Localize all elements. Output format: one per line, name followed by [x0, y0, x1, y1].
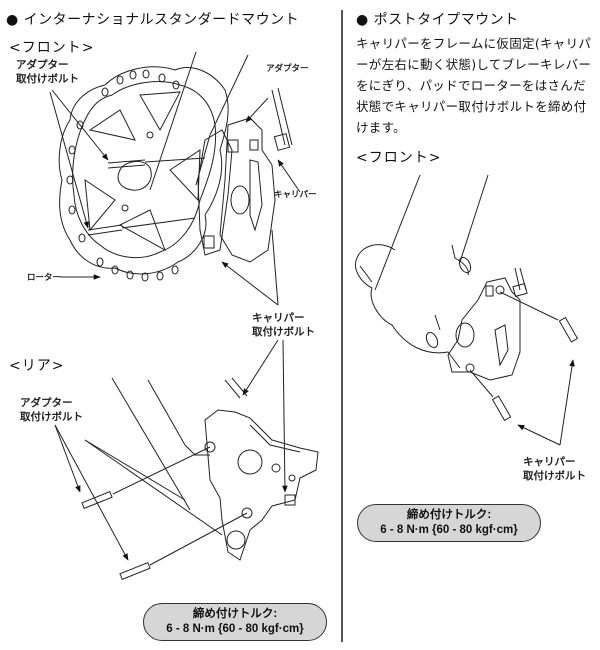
post-caliper-bolt-label: キャリパー 取付けボルト	[523, 456, 586, 482]
bullet-icon: ●	[356, 12, 369, 28]
torque-spec-box-left: 締め付けトルク: 6 - 8 N·m {60 - 80 kgf·cm}	[143, 603, 327, 641]
front-adapter-bolt-label: アダプター 取付けボルト	[16, 59, 79, 85]
front-adapter-caliper-drawing	[88, 88, 292, 262]
post-front-heading: <フロント>	[356, 150, 442, 166]
front-rotor-label: ローター	[27, 273, 62, 283]
post-mount-fork-diagram	[355, 175, 488, 368]
rear-caliper-drawing	[82, 410, 318, 579]
rear-frame-diagram	[85, 378, 247, 510]
front-adapter-label: アダプター	[266, 64, 309, 74]
rotor-drawing	[59, 67, 228, 281]
post-mount-caliper-drawing	[448, 268, 577, 420]
column-divider	[341, 10, 343, 642]
front-caliper-bolt-label: キャリパー 取付けボルト	[252, 312, 315, 338]
section-title-international-mount: ● インターナショナルスタンダードマウント	[6, 12, 300, 28]
post-mount-leader-lines	[517, 359, 575, 445]
post-mount-instructions: キャリパーをフレームに仮固定(キャリパーが左右に動く状態)してブレーキレバーをに…	[356, 36, 592, 135]
rear-adapter-bolt-label: アダプター 取付けボルト	[20, 397, 83, 423]
front-leader-lines	[50, 90, 300, 305]
front-heading: <フロント>	[9, 40, 95, 56]
section-title-post-mount: ● ポストタイプマウント	[356, 12, 519, 28]
rear-leader-lines	[55, 340, 288, 561]
torque-spec-box-right: 締め付けトルク: 6 - 8 N·m {60 - 80 kgf·cm}	[357, 504, 541, 542]
bullet-icon: ●	[6, 12, 19, 28]
front-caliper-label: キャリパー	[274, 190, 317, 200]
rear-heading: <リア>	[9, 358, 65, 374]
